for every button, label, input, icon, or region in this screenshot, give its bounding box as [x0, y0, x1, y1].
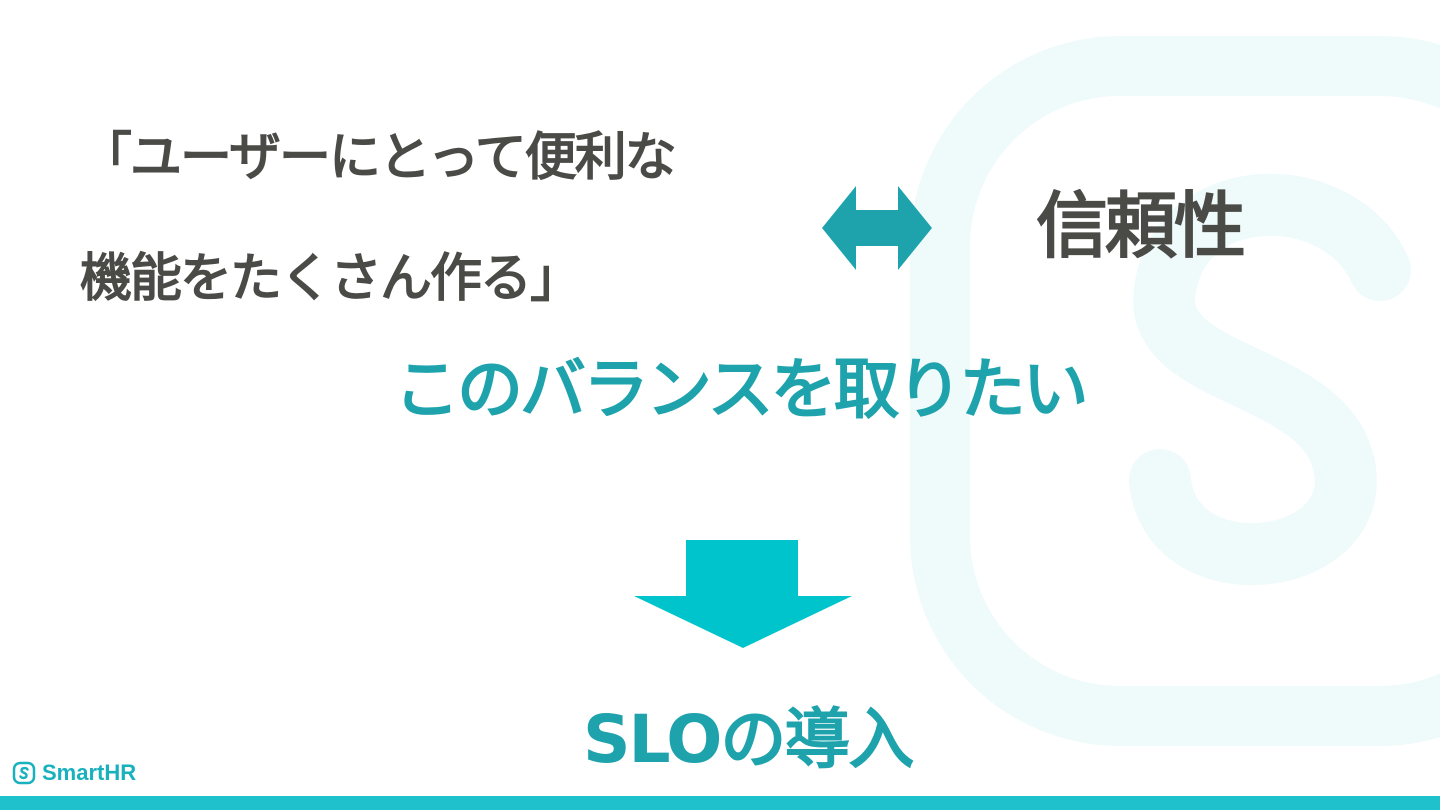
left-right-arrow-icon — [822, 186, 932, 270]
smarthr-logo: SmartHR — [12, 758, 136, 788]
quote-line-2: 機能をたくさん作る」 — [80, 249, 582, 309]
quote-line-1: 「ユーザーにとって便利な — [80, 128, 677, 188]
smarthr-s-logo-icon — [12, 761, 36, 785]
reliability-label: 信頼性 — [1036, 184, 1246, 268]
slo-conclusion: SLOの導入 — [583, 701, 914, 778]
down-arrow-icon — [634, 540, 852, 648]
logo-wordmark: SmartHR — [42, 760, 137, 785]
balance-headline: このバランスを取りたい — [394, 351, 1089, 428]
bottom-accent-bar — [0, 796, 1440, 810]
